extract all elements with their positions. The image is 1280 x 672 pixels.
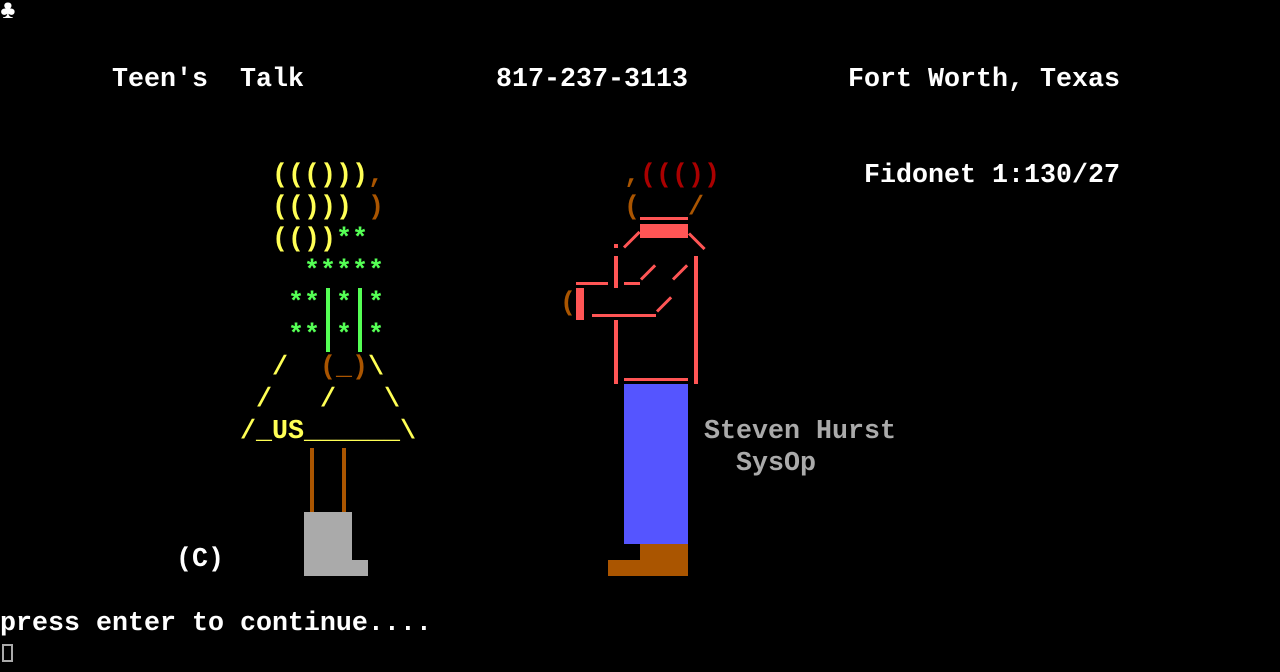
girl-boot [304,512,352,576]
girl-skirt-3: /_US______\ [240,417,416,447]
man-arm-top [576,282,608,285]
man-boot [608,560,688,576]
girl-skirt-1b: (_) [320,353,368,383]
girl-top-4a: ** [288,321,320,351]
man-hair: ((()) [640,161,720,191]
man-body-left-lower [614,320,618,384]
girl-hair-3: (()) [272,225,336,255]
girl-line-left [326,288,330,352]
girl-hair-1: ((())) [272,161,368,191]
girl-top-4c: * [368,321,384,351]
club-icon: ♣ [0,0,16,27]
sysop-name: Steven Hurst [704,417,896,447]
girl-top-3b: * [336,289,352,319]
man-shirt-slash-1 [639,264,657,281]
girl-leg-left [310,448,314,512]
smiley-cursor-icon [2,644,13,662]
girl-hair-1b: , [368,161,384,191]
girl-skirt-2: / / \ [256,385,400,415]
girl-skirt-1c: \ [368,353,384,383]
girl-hair-2: (())) [272,193,352,223]
man-shirt-slash-2 [671,264,689,281]
man-hand [576,288,584,320]
man-pants [624,384,688,544]
man-body-right [694,256,698,384]
man-arm-bottom [592,314,656,317]
man-headband-top [640,217,688,220]
fidonet-address: Fidonet 1:130/27 [864,161,1120,191]
man-dot [614,244,618,248]
man-shoulder-right [687,232,706,251]
girl-top-2: ***** [304,257,384,287]
man-ear: ( [624,193,640,223]
girl-boot-toe [352,560,368,576]
girl-skirt-1a: / [272,353,288,383]
girl-hair-2b: ) [368,193,384,223]
girl-top-3c: * [368,289,384,319]
sysop-title: SysOp [736,449,816,479]
man-shoulder-left [622,230,641,249]
phone-number: 817-237-3113 [496,65,688,95]
man-body-left-upper [614,256,618,288]
girl-leg-right [342,448,346,512]
man-arm-top2 [624,282,640,285]
location: Fort Worth, Texas [848,65,1120,95]
girl-line-right [358,288,362,352]
man-shirt-slash-3 [655,296,673,313]
girl-top-4b: * [336,321,352,351]
man-headband [640,224,688,238]
man-belt [624,378,688,381]
copyright: (C) [176,545,224,575]
girl-top-3a: ** [288,289,320,319]
girl-top-1: ** [336,225,368,255]
man-hair-comma: , [624,161,640,191]
man-hand-paren: ( [560,289,576,319]
man-hat-brim: / [688,193,704,223]
bbs-name: Teen's Talk [112,65,304,95]
man-boot-top [640,544,688,560]
continue-prompt[interactable]: press enter to continue.... [0,609,432,639]
